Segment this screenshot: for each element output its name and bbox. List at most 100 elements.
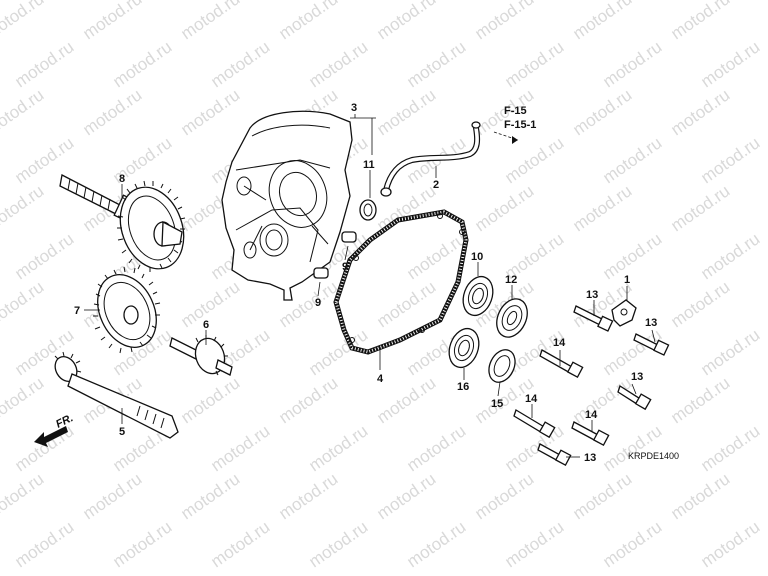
watermark-text: motod.ru bbox=[403, 421, 469, 475]
reference-label-f15-1: F-15-1 bbox=[504, 119, 536, 131]
watermark-text: motod.ru bbox=[599, 517, 665, 571]
watermark-text: motod.ru bbox=[403, 517, 469, 571]
callout-8: 8 bbox=[119, 173, 125, 185]
watermark-text: motod.ru bbox=[11, 421, 77, 475]
watermark-text: motod.ru bbox=[207, 517, 273, 571]
bolt-14-lower-right-part bbox=[571, 421, 610, 446]
watermark-text: motod.ru bbox=[471, 0, 537, 43]
watermark-text: motod.ru bbox=[373, 85, 439, 139]
pinion-shaft-part bbox=[169, 335, 233, 376]
bolt-13-middle-part bbox=[617, 385, 652, 411]
watermark-text: motod.ru bbox=[177, 0, 243, 43]
callout-13-right: 13 bbox=[645, 317, 657, 329]
dowel-pin-lower-part bbox=[313, 267, 329, 279]
watermark-text: motod.ru bbox=[79, 85, 145, 139]
final-shaft-part bbox=[54, 351, 179, 439]
watermark-text: motod.ru bbox=[305, 517, 371, 571]
watermark-text: motod.ru bbox=[471, 181, 537, 235]
watermark-text: motod.ru bbox=[697, 229, 763, 283]
callout-13-upper: 13 bbox=[586, 289, 598, 301]
watermark-text: motod.ru bbox=[109, 37, 175, 91]
watermark-text: motod.ru bbox=[177, 373, 243, 427]
callout-5: 5 bbox=[119, 426, 125, 438]
watermark-text: motod.ru bbox=[471, 469, 537, 523]
bearing-10-part bbox=[462, 275, 494, 317]
watermark-text: motod.ru bbox=[79, 469, 145, 523]
callout-9-upper: 9 bbox=[342, 261, 348, 273]
watermark-text: motod.ru bbox=[305, 421, 371, 475]
watermark-text: motod.ru bbox=[275, 373, 341, 427]
watermark-text: motod.ru bbox=[501, 37, 567, 91]
watermark-text: motod.ru bbox=[697, 37, 763, 91]
callout-15: 15 bbox=[491, 398, 503, 410]
callout-1: 1 bbox=[624, 274, 630, 286]
watermark-text: motod.ru bbox=[667, 469, 733, 523]
oil-seal-12-part bbox=[496, 298, 528, 338]
watermark-text: motod.ru bbox=[11, 517, 77, 571]
watermark-text: motod.ru bbox=[697, 133, 763, 187]
watermark-text: motod.ru bbox=[667, 373, 733, 427]
bolt-13-right-part bbox=[633, 333, 670, 356]
callout-9-lower: 9 bbox=[315, 297, 321, 309]
watermark-text: motod.ru bbox=[569, 373, 635, 427]
watermark-text: motod.ru bbox=[275, 0, 341, 43]
bolt-13-upper-part bbox=[573, 305, 614, 332]
watermark-text: motod.ru bbox=[667, 277, 733, 331]
bolt-14-lower-left-part bbox=[513, 409, 556, 439]
watermark-text: motod.ru bbox=[207, 421, 273, 475]
watermark-text: motod.ru bbox=[0, 0, 47, 43]
callout-3: 3 bbox=[351, 102, 357, 114]
gear-part bbox=[93, 266, 161, 354]
watermark-text: motod.ru bbox=[569, 0, 635, 43]
watermark-text: motod.ru bbox=[0, 85, 47, 139]
breather-tube-part bbox=[380, 121, 481, 197]
watermark-text: motod.ru bbox=[79, 0, 145, 43]
watermark-text: motod.ru bbox=[177, 277, 243, 331]
watermark-text: motod.ru bbox=[109, 517, 175, 571]
watermark-text: motod.ru bbox=[0, 469, 47, 523]
watermark-text: motod.ru bbox=[373, 373, 439, 427]
watermark-text: motod.ru bbox=[11, 37, 77, 91]
gasket-part bbox=[333, 209, 469, 355]
watermark-text: motod.ru bbox=[275, 469, 341, 523]
watermark-text: motod.ru bbox=[667, 0, 733, 43]
watermark-text: motod.ru bbox=[501, 517, 567, 571]
watermark-text: motod.ru bbox=[697, 517, 763, 571]
watermark-text: motod.ru bbox=[177, 469, 243, 523]
watermark-text: motod.ru bbox=[569, 85, 635, 139]
watermark-text: motod.ru bbox=[599, 133, 665, 187]
callout-14-lower-left: 14 bbox=[525, 393, 538, 405]
watermark-text: motod.ru bbox=[0, 181, 47, 235]
diagram-code: KRPDE1400 bbox=[628, 451, 679, 461]
oil-seal-15-part bbox=[488, 349, 516, 383]
watermark-text: motod.ru bbox=[11, 229, 77, 283]
watermark-text: motod.ru bbox=[697, 325, 763, 379]
callout-14-upper: 14 bbox=[553, 337, 566, 349]
watermark-text: motod.ru bbox=[599, 229, 665, 283]
callout-13-lower: 13 bbox=[584, 452, 596, 464]
callout-4: 4 bbox=[377, 373, 384, 385]
watermark-text: motod.ru bbox=[599, 37, 665, 91]
watermark-text: motod.ru bbox=[403, 37, 469, 91]
callout-6: 6 bbox=[203, 319, 209, 331]
watermark-text: motod.ru bbox=[177, 85, 243, 139]
watermark-text: motod.ru bbox=[569, 181, 635, 235]
watermark-text: motod.ru bbox=[373, 469, 439, 523]
watermark-text: motod.ru bbox=[373, 0, 439, 43]
watermark-text: motod.ru bbox=[501, 421, 567, 475]
callout-2: 2 bbox=[433, 179, 439, 191]
bolt-14-upper-part bbox=[539, 349, 584, 378]
watermark-text: motod.ru bbox=[667, 181, 733, 235]
watermark-text: motod.ru bbox=[697, 421, 763, 475]
front-indicator-label: FR. bbox=[54, 412, 75, 431]
oil-seal-part bbox=[359, 199, 377, 221]
watermark-text: motod.ru bbox=[667, 85, 733, 139]
bearing-16-part bbox=[448, 327, 480, 369]
leader-lines bbox=[84, 114, 656, 458]
countershaft-gear-part bbox=[59, 174, 186, 272]
dowel-pin-upper-part bbox=[341, 231, 357, 243]
callout-14-lower-right: 14 bbox=[585, 409, 598, 421]
callout-11: 11 bbox=[363, 159, 375, 171]
clip-part bbox=[611, 299, 637, 327]
